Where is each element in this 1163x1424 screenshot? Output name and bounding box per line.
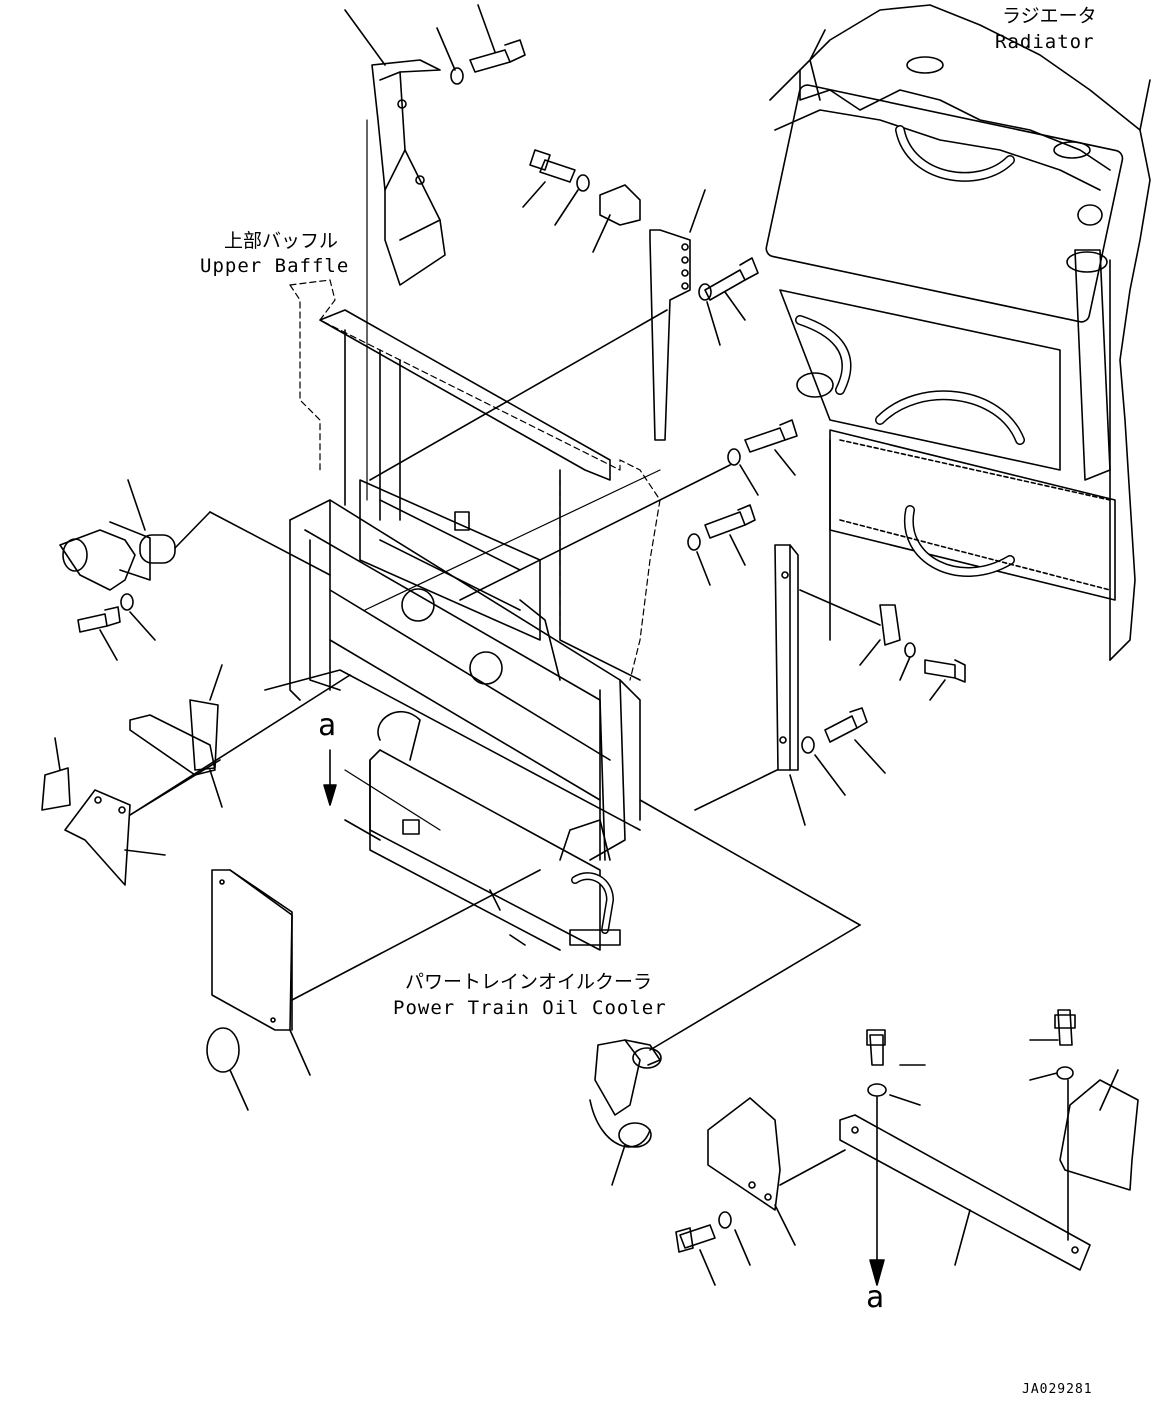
left-brackets <box>41 664 351 886</box>
cover-plate <box>206 869 541 1111</box>
oil-cooler-drawing <box>344 710 621 951</box>
bottom-right-assembly <box>675 1009 1139 1286</box>
ref-label-a-top: a <box>318 708 338 743</box>
upper-baffle-label-jp: 上部バッフル <box>224 230 339 252</box>
oil-cooler-label-en: Power Train Oil Cooler <box>393 997 667 1019</box>
bracket-right-mid <box>799 589 966 796</box>
vertical-bracket-top <box>369 189 706 481</box>
radiator-label-jp: ラジエータ <box>1002 5 1097 27</box>
bolt-group-mid <box>459 419 798 601</box>
radiator-label-en: Radiator <box>995 31 1095 53</box>
oil-cooler-label-jp: パワートレインオイルクーラ <box>405 971 653 993</box>
radiator-drawing <box>765 4 1151 661</box>
left-elbow <box>59 479 331 661</box>
bolt-group-top <box>436 4 759 346</box>
drawing-id: JA029281 <box>1022 1382 1093 1397</box>
side-baffle-top <box>344 9 446 286</box>
vertical-strip-mid <box>694 544 806 826</box>
ref-label-a-bottom: a <box>866 1280 886 1315</box>
upper-baffle-label-en: Upper Baffle <box>200 255 350 277</box>
frame-drawing <box>264 309 641 861</box>
leader-lines <box>344 119 661 831</box>
ref-arrow-a-top <box>323 749 337 806</box>
lower-elbow <box>589 799 861 1186</box>
